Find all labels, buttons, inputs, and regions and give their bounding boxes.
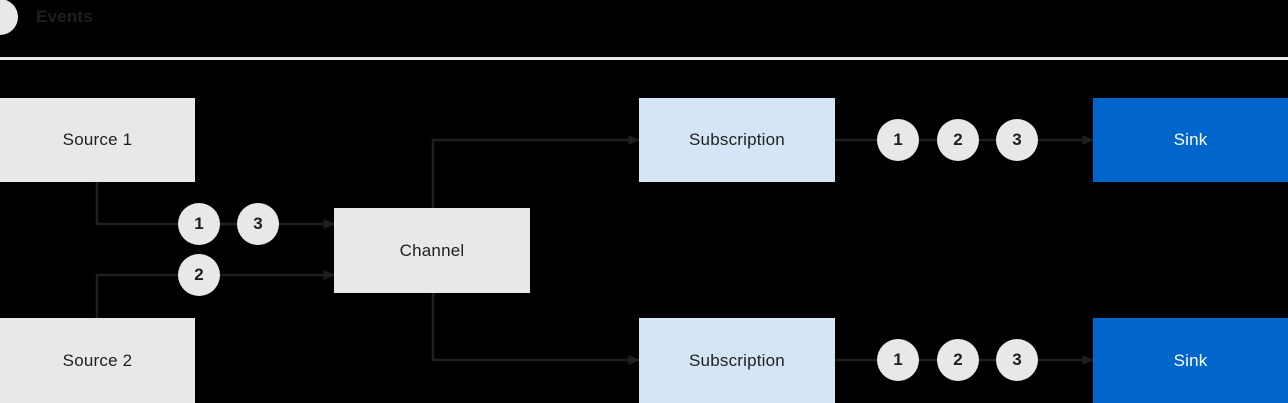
header-divider (0, 57, 1288, 60)
event-token-2: 2 (178, 254, 220, 296)
event-circle-icon (0, 0, 18, 35)
event-token-3: 3 (237, 203, 279, 245)
event-token-3: 3 (996, 339, 1038, 381)
node-source-2[interactable]: Source 2 (0, 318, 195, 403)
node-sink-1[interactable]: Sink (1093, 98, 1288, 182)
node-sink-2[interactable]: Sink (1093, 318, 1288, 403)
node-label: Source 2 (62, 350, 133, 370)
event-token-2: 2 (937, 339, 979, 381)
event-token-1: 1 (877, 119, 919, 161)
event-token-1: 1 (877, 339, 919, 381)
legend: Events (0, 0, 93, 35)
node-label: Sink (1173, 130, 1208, 149)
node-subscription-1[interactable]: Subscription (639, 98, 835, 182)
node-label: Sink (1173, 350, 1208, 370)
node-label: Subscription (689, 350, 785, 370)
node-label: Channel (399, 240, 465, 260)
wire-channel-to-subscription2 (431, 293, 640, 365)
event-token-3: 3 (996, 119, 1038, 161)
event-token-1: 1 (178, 203, 220, 245)
node-label: Subscription (689, 130, 785, 149)
node-source-1[interactable]: Source 1 (0, 98, 195, 182)
node-channel[interactable]: Channel (334, 208, 530, 293)
event-token-2: 2 (937, 119, 979, 161)
node-label: Source 1 (62, 130, 133, 149)
wire-channel-to-subscription1 (431, 135, 640, 208)
node-subscription-2[interactable]: Subscription (639, 318, 835, 403)
legend-label: Events (36, 7, 93, 26)
